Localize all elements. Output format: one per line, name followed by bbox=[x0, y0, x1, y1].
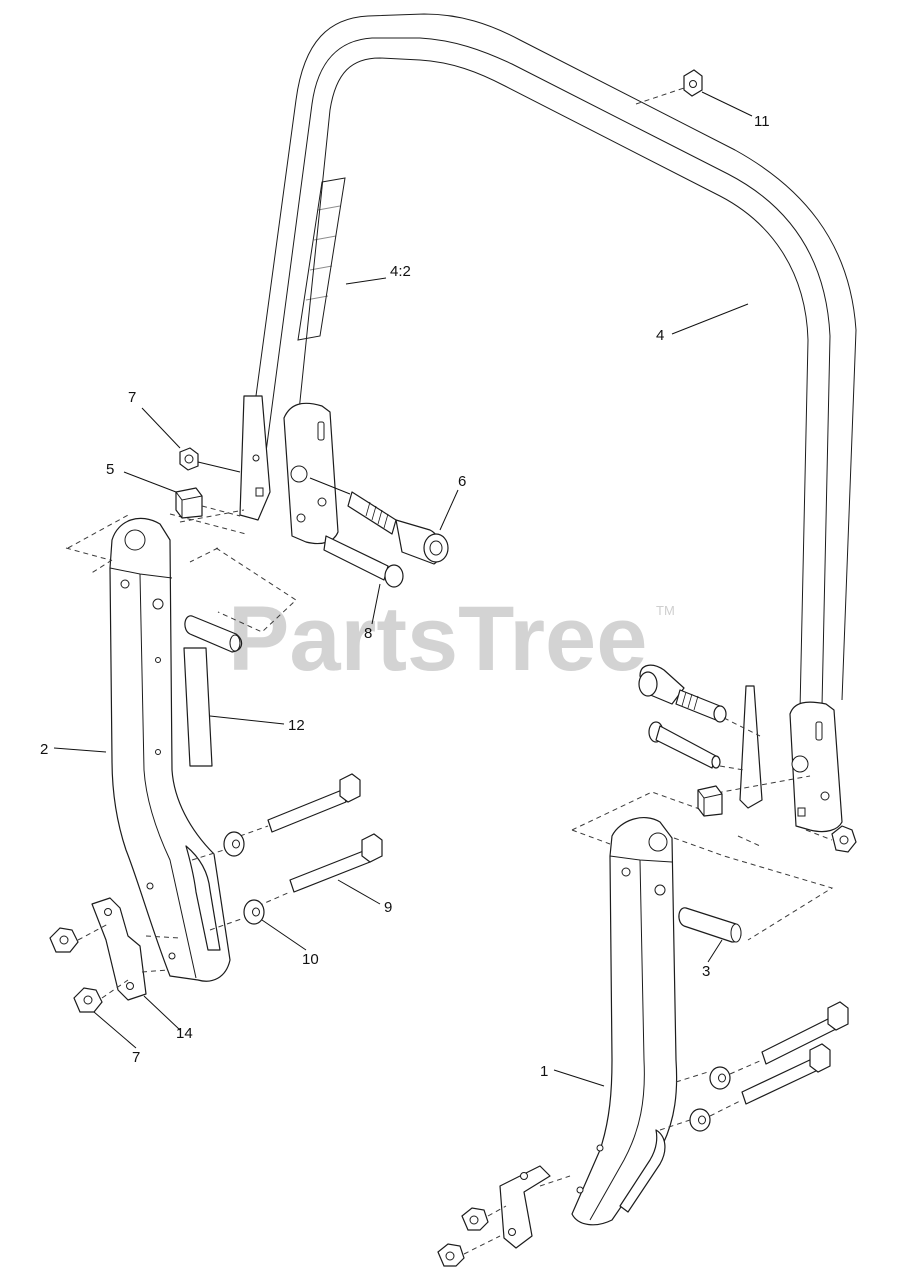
callout-7-top: 7 bbox=[128, 389, 136, 406]
callout-5: 5 bbox=[106, 461, 114, 478]
left-assembly-dashed-lines bbox=[65, 509, 297, 633]
callout-labels: 11 4:2 4 7 5 6 8 12 2 9 10 3 14 7 1 bbox=[40, 113, 770, 1080]
left-upright-assembly bbox=[109, 517, 243, 982]
callout-14: 14 bbox=[176, 1025, 193, 1042]
right-upright-assembly bbox=[571, 817, 742, 1226]
callout-4-2: 4:2 bbox=[390, 263, 411, 280]
callout-9: 9 bbox=[384, 899, 392, 916]
right-fasteners bbox=[437, 69, 857, 1267]
callout-4: 4 bbox=[656, 327, 664, 344]
callout-8: 8 bbox=[364, 625, 372, 642]
callout-12: 12 bbox=[288, 717, 305, 734]
roll-bar-left-bracket bbox=[239, 395, 339, 545]
watermark-text: PartsTree bbox=[228, 588, 647, 690]
callout-11: 11 bbox=[754, 113, 770, 130]
callout-1: 1 bbox=[540, 1063, 548, 1080]
leader-lines bbox=[53, 91, 753, 1087]
callout-3: 3 bbox=[702, 963, 710, 980]
right-assembly-dashed-lines bbox=[571, 775, 834, 941]
callout-10: 10 bbox=[302, 951, 319, 968]
callout-2: 2 bbox=[40, 741, 48, 758]
roll-bar-right-bracket bbox=[739, 685, 843, 833]
watermark: PartsTree TM bbox=[228, 588, 675, 690]
callout-7-bottom: 7 bbox=[132, 1049, 140, 1066]
roll-bar-hoop bbox=[247, 13, 857, 711]
left-fasteners bbox=[49, 447, 449, 1013]
callout-6: 6 bbox=[458, 473, 466, 490]
watermark-trademark: TM bbox=[656, 603, 675, 618]
